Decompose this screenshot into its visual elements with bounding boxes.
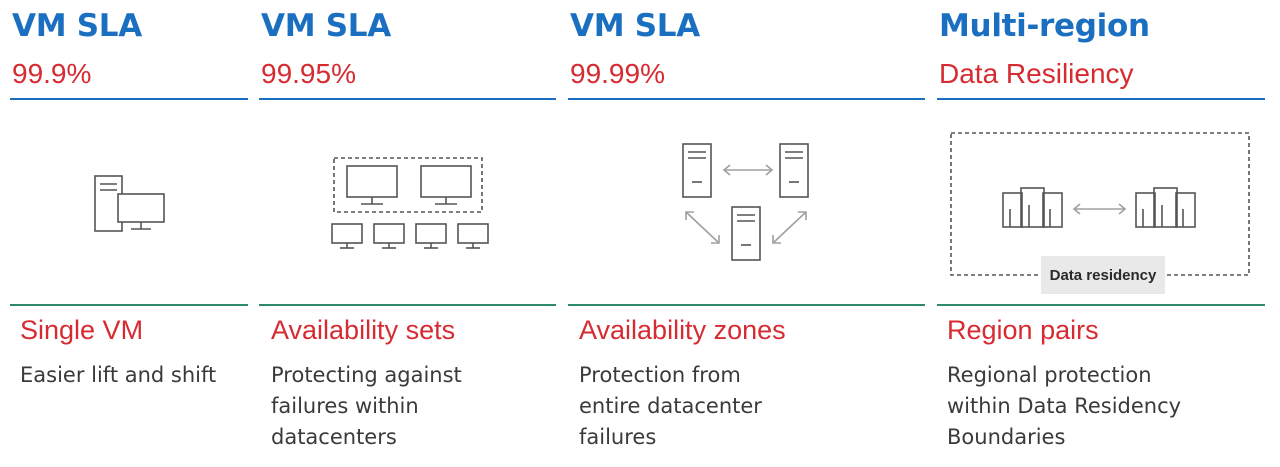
- header-divider: [937, 98, 1265, 100]
- option-description: Protection from entire datacenter failur…: [579, 363, 762, 449]
- option-name: Availability zones: [579, 315, 786, 345]
- column-title: VM SLA: [261, 8, 391, 44]
- option-description: Easier lift and shift: [20, 363, 217, 387]
- option-description: Regional protection within Data Residenc…: [947, 363, 1182, 449]
- option-name: Region pairs: [947, 315, 1099, 345]
- option-name: Availability sets: [271, 315, 456, 345]
- sla-percentage: 99.99%: [570, 58, 665, 89]
- option-description: Protecting against failures within datac…: [271, 363, 462, 449]
- column-title: Multi-region: [939, 8, 1150, 44]
- column-title: VM SLA: [570, 8, 700, 44]
- header-divider: [259, 98, 556, 100]
- column-title: VM SLA: [12, 8, 142, 44]
- sla-percentage: 99.95%: [261, 58, 356, 89]
- sla-percentage: 99.9%: [12, 58, 92, 89]
- section-divider: [10, 304, 248, 306]
- region-pairs-icon: Data residency: [937, 110, 1265, 300]
- sla-column-single-vm: VM SLA 99.9% Single VM Easier lift and s…: [10, 0, 248, 467]
- section-divider: [568, 304, 925, 306]
- availability-zones-icon: [568, 110, 925, 300]
- section-divider: [937, 304, 1265, 306]
- header-divider: [568, 98, 925, 100]
- header-divider: [10, 98, 248, 100]
- availability-sets-icon: [259, 110, 556, 300]
- section-divider: [259, 304, 556, 306]
- sla-column-availability-sets: VM SLA 99.95% Availability: [259, 0, 556, 467]
- sla-column-region-pairs: Multi-region Data Resiliency: [937, 0, 1265, 467]
- data-residency-label: Data residency: [1041, 256, 1165, 294]
- sla-column-availability-zones: VM SLA 99.99%: [568, 0, 925, 467]
- sla-percentage: Data Resiliency: [939, 58, 1134, 89]
- single-vm-icon: [10, 110, 248, 300]
- option-name: Single VM: [20, 315, 144, 345]
